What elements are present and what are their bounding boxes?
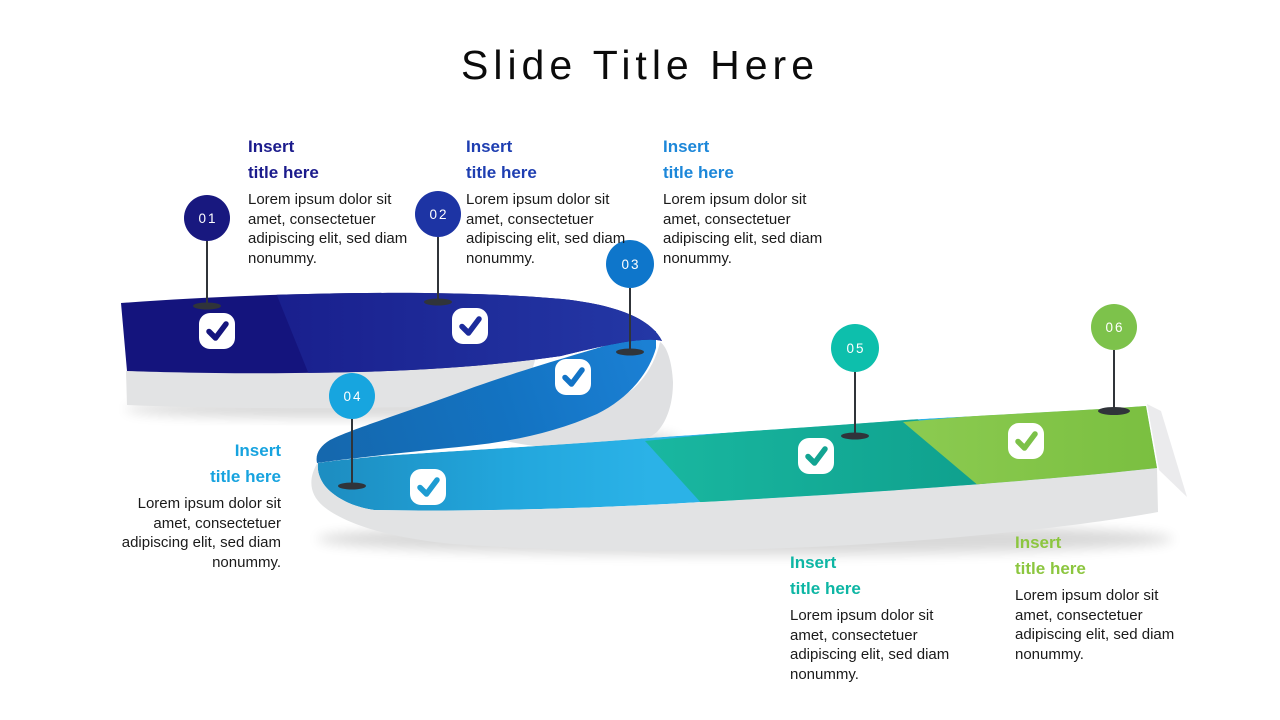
step-title: Insert title here <box>121 438 281 490</box>
svg-text:05: 05 <box>846 341 865 356</box>
pin-5 <box>841 372 869 440</box>
step-title: Insert title here <box>466 134 626 186</box>
step-marker-2: 02 <box>415 191 461 237</box>
step-title-line2: title here <box>210 467 281 486</box>
checkmark-icon <box>555 359 591 395</box>
ribbon-side-faces <box>126 342 1187 551</box>
pin-1 <box>193 241 221 310</box>
step-body: Lorem ipsum dolor sit amet, consectetuer… <box>466 191 626 267</box>
pin-4 <box>338 419 366 490</box>
step-marker-5: 05 <box>831 324 879 372</box>
step-title-line1: Insert <box>1015 533 1062 552</box>
step-title-line1: Insert <box>234 441 281 460</box>
pins <box>193 237 1130 490</box>
step-body: Lorem ipsum dolor sit amet, consectetuer… <box>248 191 408 267</box>
step-title: Insert title here <box>790 550 950 602</box>
step-block-6: Insert title here Lorem ipsum dolor sit … <box>1015 530 1175 664</box>
step-marker-1: 01 <box>184 195 230 241</box>
step-title-line2: title here <box>248 163 319 182</box>
step-marker-6: 06 <box>1091 304 1137 350</box>
step-title-line2: title here <box>663 163 734 182</box>
step-block-5: Insert title here Lorem ipsum dolor sit … <box>790 550 950 684</box>
step-marker-3: 03 <box>606 240 654 288</box>
step-title-line2: title here <box>466 163 537 182</box>
step-block-3: Insert title here Lorem ipsum dolor sit … <box>663 134 823 268</box>
step-block-2: Insert title here Lorem ipsum dolor sit … <box>466 134 626 268</box>
step-body: Lorem ipsum dolor sit amet, consectetuer… <box>663 191 823 267</box>
step-title-line1: Insert <box>663 137 710 156</box>
svg-text:02: 02 <box>429 207 448 222</box>
svg-text:01: 01 <box>198 211 217 226</box>
step-block-1: Insert title here Lorem ipsum dolor sit … <box>248 134 408 268</box>
step-title-line1: Insert <box>790 553 837 572</box>
step-body: Lorem ipsum dolor sit amet, consectetuer… <box>790 607 950 683</box>
step-title-line1: Insert <box>466 137 513 156</box>
step-title-line2: title here <box>790 579 861 598</box>
step-marker-4: 04 <box>329 373 375 419</box>
svg-text:03: 03 <box>621 257 640 272</box>
pin-3 <box>616 288 644 356</box>
checkmark-icon <box>199 313 235 349</box>
step-title-line2: title here <box>1015 559 1086 578</box>
step-title: Insert title here <box>663 134 823 186</box>
step-title: Insert title here <box>248 134 408 186</box>
step-markers: 01 02 03 04 05 06 <box>184 191 1137 419</box>
step-block-4: Insert title here Lorem ipsum dolor sit … <box>121 438 281 572</box>
svg-text:04: 04 <box>343 389 362 404</box>
svg-text:06: 06 <box>1105 320 1124 335</box>
checkmark-icon <box>798 438 834 474</box>
checkmark-icon <box>1008 423 1044 459</box>
checkmark-icon <box>410 469 446 505</box>
pin-2 <box>424 237 452 306</box>
step-title-line1: Insert <box>248 137 295 156</box>
step-body: Lorem ipsum dolor sit amet, consectetuer… <box>121 495 281 571</box>
checkmark-icon <box>452 308 488 344</box>
step-body: Lorem ipsum dolor sit amet, consectetuer… <box>1015 587 1175 663</box>
page-title: Slide Title Here <box>460 42 819 88</box>
checkmark-badges <box>199 308 1044 505</box>
pin-6 <box>1098 350 1130 415</box>
step-title: Insert title here <box>1015 530 1175 582</box>
